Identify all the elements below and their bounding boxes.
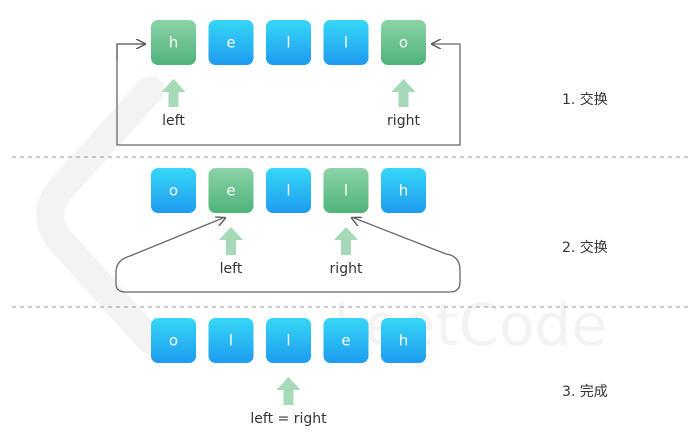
char-cell-box (323, 318, 369, 363)
char-cell-box (208, 318, 254, 363)
char-cell-label: l (286, 182, 290, 200)
swap-arrow-right (352, 218, 420, 250)
char-cell: o (151, 318, 196, 363)
rows: h e l l o left right 1. 交换 o e l l h left right 2. 交换 o l… (115, 20, 608, 427)
char-cell: l (208, 318, 254, 363)
char-cell-label: h (399, 182, 409, 200)
char-cell-box (266, 168, 311, 213)
pointer-up-arrow-icon (161, 79, 186, 107)
pointer-label: left (162, 113, 185, 129)
pointer-up-arrow-icon (391, 79, 416, 107)
char-cell: h (381, 168, 426, 213)
char-cell-label: o (169, 332, 178, 350)
char-cell-label: l (229, 332, 233, 350)
char-cell: e (208, 20, 254, 65)
watermark-logo-icon (36, 76, 164, 354)
step-label: 2. 交换 (562, 239, 608, 256)
row-2: o e l l h left right 2. 交换 (115, 168, 608, 293)
char-cell: o (151, 168, 196, 213)
watermark-text: LeetCode (333, 291, 607, 359)
swap-arrow-left (116, 44, 145, 60)
char-cell-box (151, 20, 196, 65)
char-cell: o (381, 20, 426, 65)
char-cell-label: e (341, 332, 350, 350)
char-cell-box (323, 20, 369, 65)
char-cell: h (151, 20, 196, 65)
char-cell-label: h (399, 332, 409, 350)
char-cell-box (266, 20, 311, 65)
char-cell-label: e (226, 34, 235, 52)
step-label: 1. 交换 (562, 91, 608, 108)
char-cell: e (323, 318, 369, 363)
pointer-up-arrow-icon (276, 377, 301, 405)
step-label: 3. 完成 (562, 384, 608, 400)
pointer-up-arrow-icon (219, 227, 243, 255)
char-cell: l (266, 168, 311, 213)
swap-connector (115, 217, 461, 293)
pointer-up-arrow-icon (334, 227, 358, 255)
char-cell-label: l (344, 34, 348, 52)
char-cell: l (266, 318, 311, 363)
char-cell-label: h (169, 34, 179, 52)
char-cell-box (266, 318, 311, 363)
pointer-label: left (220, 261, 243, 277)
row-3: o l l e h left = right 3. 完成 (151, 318, 608, 427)
char-cell-label: o (399, 34, 408, 52)
char-cell: l (266, 20, 311, 65)
char-cell: h (381, 318, 426, 363)
char-cell-box (208, 20, 254, 65)
char-cell-box (151, 318, 196, 363)
char-cell-box (381, 318, 426, 363)
char-cell: l (323, 20, 369, 65)
swap-arrow-left (150, 218, 225, 250)
char-cell-box (381, 168, 426, 213)
char-cell: l (323, 168, 369, 213)
char-cell-box (151, 168, 196, 213)
char-cell: e (208, 168, 254, 213)
pointer-label: left = right (250, 411, 327, 427)
char-cell-box (208, 168, 254, 213)
watermark: LeetCode (36, 76, 607, 359)
char-cell-label: l (286, 332, 290, 350)
char-cell-label: l (344, 182, 348, 200)
pointer-label: right (330, 261, 363, 277)
char-cell-label: o (169, 182, 178, 200)
row-1: h e l l o left right 1. 交换 (116, 20, 608, 146)
char-cell-box (381, 20, 426, 65)
char-cell-label: e (226, 182, 235, 200)
char-cell-label: l (286, 34, 290, 52)
pointer-label: right (387, 113, 420, 129)
char-cell-box (323, 168, 369, 213)
